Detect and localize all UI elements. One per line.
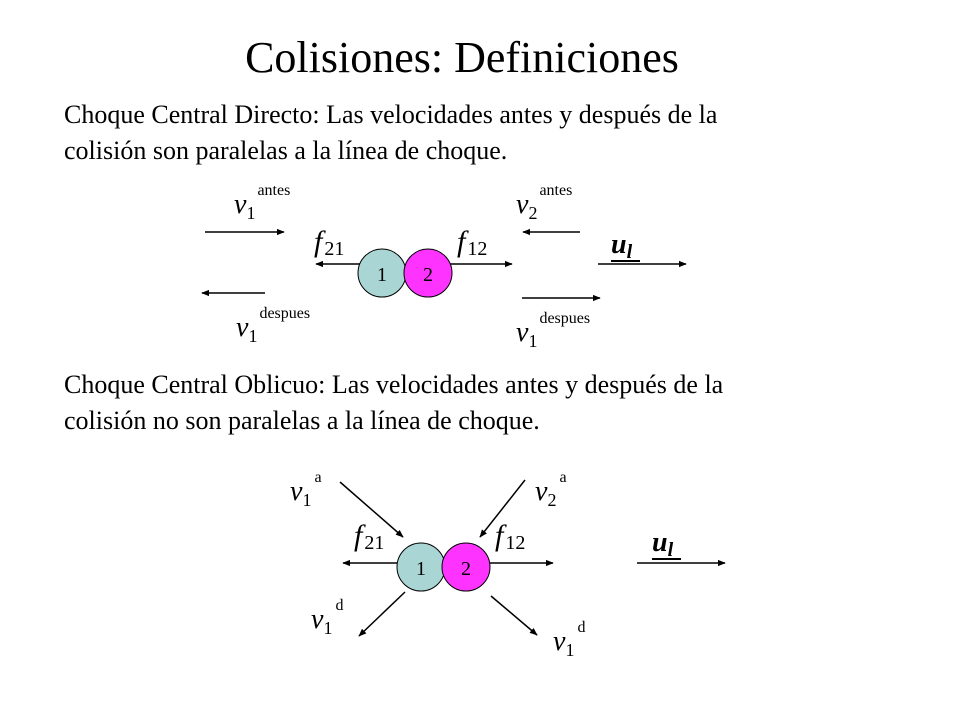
ul-label: ul [611,229,633,263]
v2d-arrow [490,595,538,636]
direct-diagram: 1 2 v1antes v2antes v1despues v1despues … [201,182,687,351]
ball-2 [403,248,453,298]
v1-before-label: v1antes [234,182,290,223]
ball-1-label: 1 [377,264,387,286]
oblique-line-2: colisión no son paralelas a la línea de … [64,406,540,435]
v1a-label: v1a [290,469,322,510]
v2d-label: v1d [553,619,585,660]
ul-oblique-label: ul [652,527,674,561]
v2-before-label: v2antes [516,182,572,223]
ball-2-oblique-label: 2 [461,558,471,580]
slide-title: Colisiones: Definiciones [245,33,679,82]
ball-1-oblique-label: 1 [416,558,426,580]
direct-line-2: colisión son paralelas a la línea de cho… [64,136,508,165]
oblique-line-1: Choque Central Oblicuo: Las velocidades … [64,370,724,399]
v1d-arrow [358,591,406,637]
v1d-label: v1d [311,597,343,638]
ball-2-label: 2 [423,264,433,286]
v2a-arrow [479,479,526,538]
v1a-arrow [339,481,404,538]
v2-after-label: v1despues [516,310,590,351]
direct-line-1: Choque Central Directo: Las velocidades … [64,100,718,129]
direct-collision-definition: Choque Central Directo: Las velocidades … [64,97,894,169]
oblique-collision-definition: Choque Central Oblicuo: Las velocidades … [64,367,894,439]
ball-2-oblique [441,542,491,592]
v1-after-label: v1despues [236,305,310,346]
v2a-label: v2a [535,469,567,510]
